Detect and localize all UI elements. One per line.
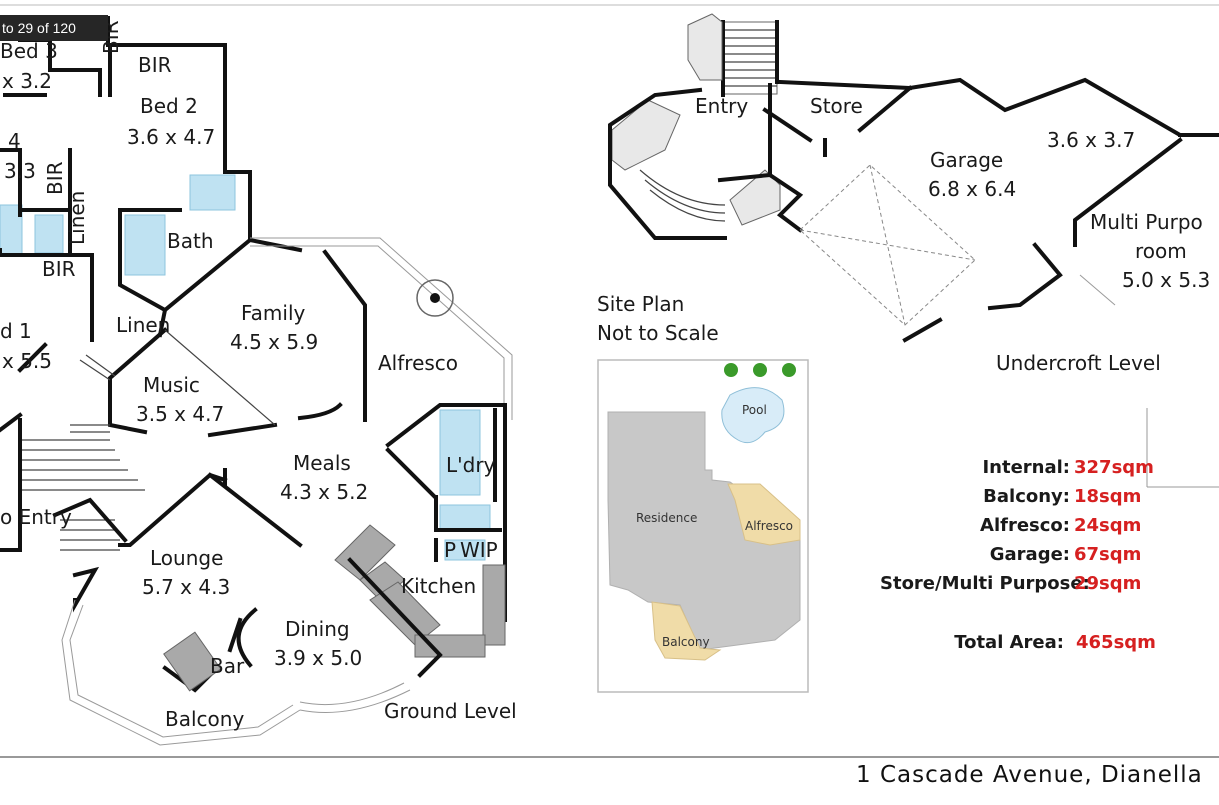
area-row-store: Store/Multi Purpose:29sqm bbox=[880, 569, 1219, 598]
room-bed4-name: 4 bbox=[8, 129, 21, 153]
site-alfresco-label: Alfresco bbox=[745, 519, 793, 533]
undercroft-multipurpose-line2: room bbox=[1135, 239, 1187, 263]
site-balcony-label: Balcony bbox=[662, 635, 710, 649]
room-music-size: 3.5 x 4.7 bbox=[136, 402, 224, 426]
gallery-counter-badge: to 29 of 120 bbox=[0, 15, 108, 41]
ground-level-plan bbox=[0, 16, 513, 746]
undercroft-multipurpose-size: 5.0 x 5.3 bbox=[1122, 268, 1210, 292]
area-value: 29sqm bbox=[1074, 573, 1142, 594]
room-lounge-size: 5.7 x 4.3 bbox=[142, 575, 230, 599]
area-summary: Internal:327sqm Balcony:18sqm Alfresco:2… bbox=[880, 453, 1219, 657]
room-meals-size: 4.3 x 5.2 bbox=[280, 480, 368, 504]
room-family-name: Family bbox=[241, 301, 306, 325]
total-area-value: 465sqm bbox=[1076, 632, 1156, 653]
room-bed1-size: x 5.5 bbox=[2, 349, 52, 373]
site-plan-scale-note: Not to Scale bbox=[597, 321, 719, 345]
ground-level-caption: Ground Level bbox=[384, 699, 517, 723]
area-value: 18sqm bbox=[1074, 486, 1142, 507]
site-pool-label: Pool bbox=[742, 403, 767, 417]
room-balcony: Balcony bbox=[165, 707, 244, 731]
area-value: 67sqm bbox=[1074, 544, 1142, 565]
room-music-name: Music bbox=[143, 373, 200, 397]
room-bath: Bath bbox=[167, 229, 214, 253]
area-label: Garage: bbox=[989, 544, 1070, 565]
undercroft-store: Store bbox=[810, 94, 863, 118]
site-plan-caption: Site Plan bbox=[597, 292, 684, 316]
undercroft-level-caption: Undercroft Level bbox=[996, 351, 1161, 375]
room-bir-3: BIR bbox=[43, 161, 67, 195]
area-label: Internal: bbox=[982, 457, 1070, 478]
room-bed4-size: 3.3 bbox=[4, 159, 36, 183]
property-address: 1 Cascade Avenue, Dianella bbox=[856, 762, 1203, 788]
room-linen-1: Linen bbox=[65, 191, 89, 245]
area-label: Alfresco: bbox=[980, 515, 1070, 536]
room-linen-2: Linen bbox=[116, 313, 170, 337]
site-plan: Site Plan Not to Scale Pool Residence Al… bbox=[597, 292, 809, 693]
total-area-label: Total Area: bbox=[954, 632, 1064, 653]
undercroft-room-labels: Entry Store Garage 6.8 x 6.4 3.6 x 3.7 M… bbox=[695, 94, 1210, 375]
room-meals-name: Meals bbox=[293, 451, 351, 475]
area-row-alfresco: Alfresco:24sqm bbox=[880, 511, 1219, 540]
room-family-size: 4.5 x 5.9 bbox=[230, 330, 318, 354]
room-wip: WIP bbox=[460, 538, 498, 562]
room-kitchen: Kitchen bbox=[401, 574, 476, 598]
ground-level-room-labels: Bed 3 x 3.2 BIR BIR Bed 2 3.6 x 4.7 4 3.… bbox=[0, 20, 517, 731]
room-alfresco: Alfresco bbox=[378, 351, 458, 375]
room-laundry: L'dry bbox=[446, 453, 496, 477]
area-label: Store/Multi Purpose: bbox=[880, 573, 1090, 594]
room-bed3-name: Bed 3 bbox=[0, 39, 58, 63]
room-lounge-name: Lounge bbox=[150, 546, 223, 570]
area-row-garage: Garage:67sqm bbox=[880, 540, 1219, 569]
area-value: 24sqm bbox=[1074, 515, 1142, 536]
area-row-balcony: Balcony:18sqm bbox=[880, 482, 1219, 511]
room-bir-4: BIR bbox=[42, 257, 76, 281]
undercroft-multipurpose-name: Multi Purpo bbox=[1090, 210, 1203, 234]
area-row-total: Total Area: 465sqm bbox=[880, 628, 1219, 657]
room-pantry: P bbox=[444, 538, 456, 562]
undercroft-garage-size: 6.8 x 6.4 bbox=[928, 177, 1016, 201]
area-label: Balcony: bbox=[983, 486, 1070, 507]
undercroft-entry: Entry bbox=[695, 94, 748, 118]
room-dining-size: 3.9 x 5.0 bbox=[274, 646, 362, 670]
area-value: 327sqm bbox=[1074, 457, 1154, 478]
room-bed2-size: 3.6 x 4.7 bbox=[127, 125, 215, 149]
undercroft-level-plan bbox=[608, 13, 1219, 343]
undercroft-garage-name: Garage bbox=[930, 148, 1003, 172]
room-dining-name: Dining bbox=[285, 617, 350, 641]
area-row-internal: Internal:327sqm bbox=[880, 453, 1219, 482]
room-bed2-name: Bed 2 bbox=[140, 94, 198, 118]
room-bir-2: BIR bbox=[138, 53, 172, 77]
room-bed3-size: x 3.2 bbox=[2, 69, 52, 93]
undercroft-room-size: 3.6 x 3.7 bbox=[1047, 128, 1135, 152]
room-bed1-name: d 1 bbox=[0, 319, 32, 343]
room-entry: o Entry bbox=[0, 505, 72, 529]
bottom-divider bbox=[0, 756, 1219, 758]
room-bar: Bar bbox=[210, 654, 245, 678]
site-residence-label: Residence bbox=[636, 511, 697, 525]
